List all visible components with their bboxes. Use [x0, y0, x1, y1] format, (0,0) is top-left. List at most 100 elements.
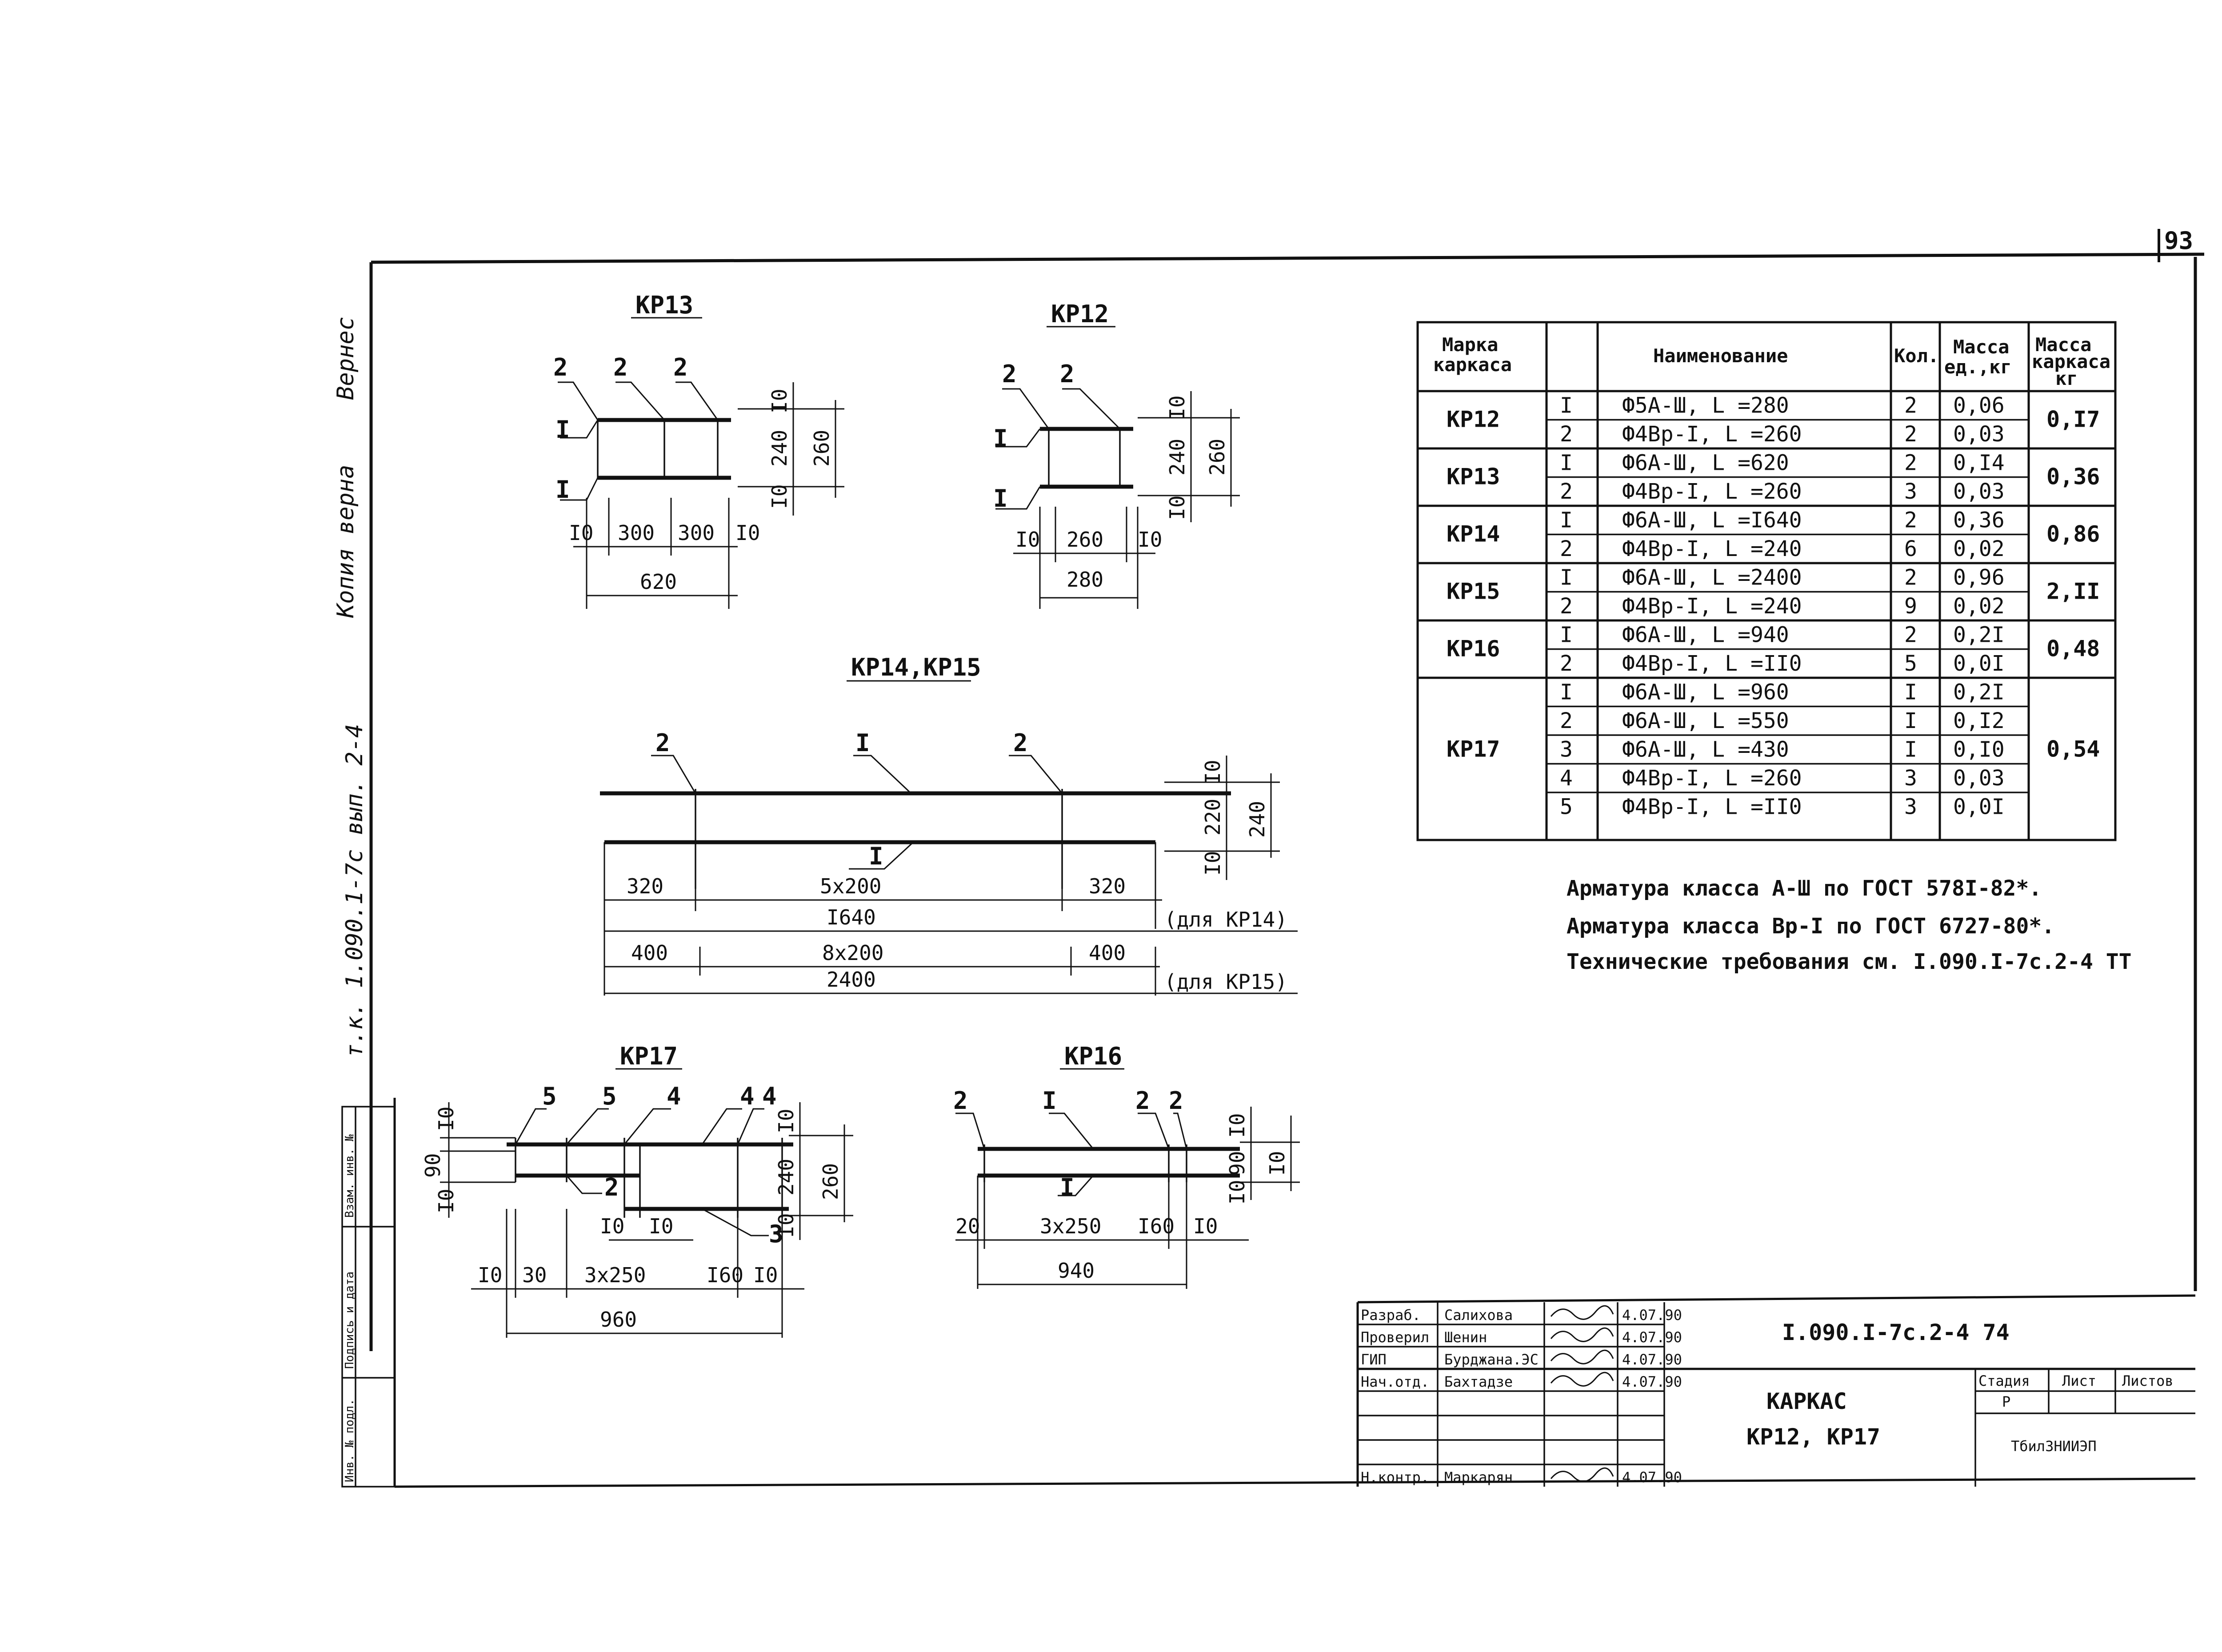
strip-label-2: Подпись и дата — [343, 1272, 356, 1369]
doc-reference: т.к. 1.090.1-7с вып. 2-4 — [341, 724, 368, 1058]
table-cell-pos: 2 — [1560, 594, 1573, 619]
pos-label: 2 — [1013, 729, 1028, 757]
table-cell-mass: 0,0I — [1953, 794, 2005, 819]
note-line: Технические требования см. I.090.I-7с.2-… — [1567, 949, 2132, 974]
dim-note: (для КР15) — [1164, 970, 1287, 994]
table-cell-name: Ф4Вр-I, L =260 — [1622, 479, 1802, 504]
table-cell-total: 0,54 — [2046, 736, 2100, 762]
dim-label: I60 — [1138, 1214, 1175, 1238]
diagram-title: КР14,КР15 — [851, 653, 981, 681]
copy-note: Копия верна — [332, 465, 359, 618]
stamp-name: Маркарян — [1444, 1469, 1513, 1486]
pos-label: 3 — [769, 1220, 783, 1248]
dim-label: I0 — [569, 521, 593, 545]
table-cell-qty: I — [1904, 737, 1917, 762]
table-cell-qty: 9 — [1904, 594, 1917, 619]
dim-label: 260 — [1205, 439, 1229, 476]
dim-label: I0 — [1015, 528, 1040, 552]
signature-scribble — [1550, 1305, 1614, 1320]
table-cell-mass: 0,96 — [1953, 565, 2005, 590]
dim-label: I0 — [767, 484, 791, 509]
table-cell-mark: КР12 — [1447, 407, 1500, 432]
dim-label: I0 — [1201, 760, 1225, 784]
diagram-title: КР17 — [620, 1042, 678, 1070]
table-cell-total: 0,36 — [2046, 464, 2100, 490]
table-header-qty: Кол. — [1894, 345, 1939, 367]
table-cell-mass: 0,02 — [1953, 536, 2005, 561]
table-cell-qty: 3 — [1904, 766, 1917, 791]
table-cell-mass: 0,03 — [1953, 479, 2005, 504]
dim-label: 20 — [955, 1214, 980, 1238]
dim-label: I0 — [434, 1107, 458, 1131]
table-cell-pos: I — [1560, 680, 1573, 704]
table-cell-mass: 0,2I — [1953, 680, 2005, 704]
dim-label: 240 — [767, 430, 791, 467]
table-cell-name: Ф6А-Ш, L =620 — [1622, 450, 1789, 475]
dim-label: 300 — [678, 521, 715, 545]
dim-label: 90 — [1225, 1151, 1249, 1176]
pos-label: 2 — [604, 1173, 619, 1201]
table-cell-pos: 5 — [1560, 794, 1573, 819]
pos-label: 4 — [740, 1082, 755, 1110]
dim-label: I0 — [774, 1213, 798, 1238]
dim-label: I0 — [1225, 1180, 1249, 1204]
table-cell-qty: 3 — [1904, 794, 1917, 819]
dim-label: 220 — [1201, 799, 1225, 836]
table-cell-mass: 0,I2 — [1953, 708, 2005, 733]
table-cell-qty: I — [1904, 708, 1917, 733]
dim-label: I60 — [707, 1263, 743, 1287]
dim-label: 3x250 — [1040, 1214, 1101, 1238]
page-number: 93 — [2164, 227, 2193, 255]
strip-label-1: Взам. инв. № — [343, 1134, 356, 1218]
stamp-name: Бурджана.ЭС — [1444, 1351, 1539, 1368]
dim-label: I0 — [649, 1214, 673, 1238]
table-cell-pos: I — [1560, 393, 1573, 418]
stamp-role: Нач.отд. — [1361, 1373, 1429, 1390]
stamp-role: ГИП — [1361, 1351, 1387, 1368]
table-cell-mass: 0,2I — [1953, 622, 2005, 647]
diagram-title: КР13 — [635, 291, 693, 319]
dim-label: I0 — [753, 1263, 778, 1287]
dim-label: 400 — [631, 941, 668, 965]
stamp-name: Салихова — [1444, 1307, 1513, 1324]
pos-label: I — [993, 484, 1008, 512]
signature-scribble — [1550, 1372, 1614, 1387]
table-cell-total: 2,II — [2046, 579, 2100, 604]
table-cell-name: Ф6А-Ш, L =2400 — [1622, 565, 1802, 590]
pos-label: 4 — [762, 1082, 777, 1110]
table-cell-mass: 0,I0 — [1953, 737, 2005, 762]
stamp-sheet-head: Лист — [2062, 1372, 2096, 1389]
pos-label: I — [855, 729, 870, 757]
stamp-role: Н.контр. — [1361, 1469, 1429, 1486]
table-cell-mass: 0,03 — [1953, 766, 2005, 791]
dim-label: 400 — [1089, 941, 1126, 965]
dim-label: 90 — [421, 1153, 445, 1178]
dim-label: 2400 — [827, 968, 876, 992]
table-cell-pos: 2 — [1560, 422, 1573, 447]
table-cell-total: 0,48 — [2046, 636, 2100, 662]
dim-label: 260 — [1067, 528, 1103, 552]
table-cell-mark: КР15 — [1447, 579, 1500, 604]
table-cell-name: Ф6А-Ш, L =430 — [1622, 737, 1789, 762]
table-cell-name: Ф4Вр-I, L =240 — [1622, 536, 1802, 561]
pos-label: 2 — [673, 353, 688, 381]
dim-label: 300 — [618, 521, 655, 545]
dim-label: 3x250 — [584, 1263, 646, 1287]
pos-label: I — [993, 424, 1008, 452]
dim-label: I0 — [600, 1214, 624, 1238]
signature-scribble — [1550, 1467, 1614, 1482]
stamp-name: Бахтадзе — [1444, 1373, 1513, 1390]
dim-label: 620 — [640, 570, 677, 594]
table-cell-pos: I — [1560, 565, 1573, 590]
signature-scribble — [1550, 1327, 1614, 1342]
dim-label: 5x200 — [820, 874, 881, 898]
table-cell-qty: 2 — [1904, 508, 1917, 532]
dim-label: 8x200 — [822, 941, 883, 965]
stamp-date: 4.07.90 — [1622, 1307, 1682, 1324]
diagram-kr12: КР12 2 2 I I I0 260 I0 280 I0 240 I0 260 — [993, 300, 1240, 609]
table-cell-name: Ф6А-Ш, L =I640 — [1622, 508, 1802, 532]
